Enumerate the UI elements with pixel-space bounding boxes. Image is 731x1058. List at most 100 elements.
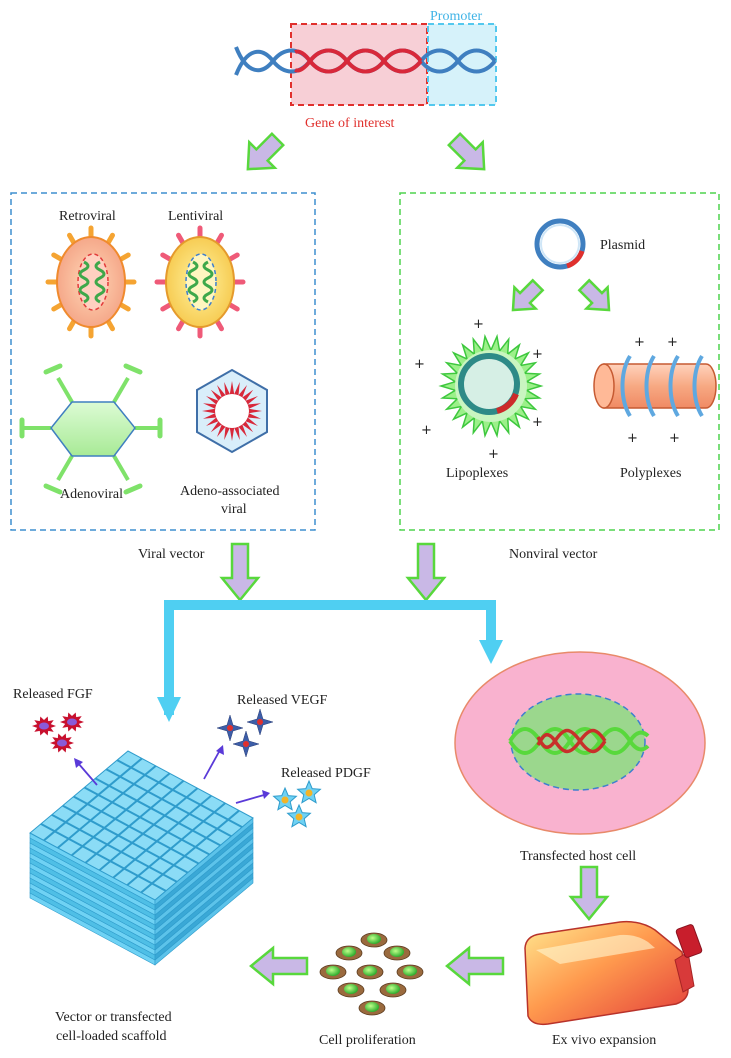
cell-nucleus: [386, 984, 400, 994]
scaffold-strut: [43, 757, 143, 842]
fiber-knob: [43, 363, 63, 375]
fgf-core: [39, 722, 49, 730]
plus-sign: +: [634, 335, 645, 350]
plasmid-label: Plasmid: [600, 238, 645, 253]
scaffold-label-line2: cell-loaded scaffold: [56, 1029, 167, 1044]
aav-label-line2: viral: [221, 502, 247, 517]
cell-nucleus: [367, 934, 381, 944]
transfected-host-cell-label: Transfected host cell: [520, 849, 636, 864]
proliferating-cells: [319, 932, 424, 1016]
cell-nucleus: [342, 947, 356, 957]
released-fgf-label: Released FGF: [13, 687, 93, 702]
plus-sign: +: [473, 317, 484, 332]
delivery-connector: [157, 600, 503, 722]
retrovirus: [45, 225, 137, 339]
pdgf-core: [305, 789, 313, 797]
scaffold-strut: [94, 777, 221, 847]
scaffold-strut: [105, 768, 232, 838]
cell-nucleus: [403, 966, 417, 976]
arrow-plasmid-to-lipoplex: [511, 278, 545, 312]
plus-sign: +: [669, 431, 680, 446]
fiber: [112, 376, 130, 404]
aav-label-line1: Adeno-associated: [180, 484, 280, 499]
adeno-associated-virus: [196, 368, 268, 454]
lipoplexes-label: Lipoplexes: [446, 466, 508, 481]
scaffold-strut: [98, 787, 199, 871]
fiber-knob: [123, 363, 143, 375]
cell-nucleus: [390, 947, 404, 957]
fgf-core: [67, 718, 77, 726]
polyplex: [593, 354, 717, 418]
arrow-to-viral: [246, 132, 285, 171]
scaffold-strut: [57, 765, 157, 849]
scaffold-strut: [73, 795, 200, 865]
arrow-flask-to-cells: [445, 945, 505, 987]
adenovirus: [19, 363, 163, 495]
scaffold-strut: [84, 780, 185, 864]
pdgf-core: [281, 796, 289, 804]
scaffold-strut: [40, 823, 167, 892]
flow-arrows: [219, 132, 611, 987]
gene-strand-b: [294, 48, 423, 74]
promoter-label: Promoter: [430, 9, 482, 24]
lentivirus: [154, 225, 246, 339]
nonviral-vector-title: Nonviral vector: [509, 547, 598, 562]
gene-of-interest-label: Gene of interest: [305, 116, 395, 131]
fiber-knob: [43, 483, 63, 495]
scaffold-strut: [126, 802, 226, 886]
plus-sign: +: [627, 431, 638, 446]
released-pdgf-particles: [272, 779, 322, 828]
plus-sign: +: [532, 415, 543, 430]
viral-vector-box: [10, 192, 316, 531]
scaffold: [29, 750, 254, 966]
adenovirus-fibers: [19, 363, 163, 495]
viral-vector-title: Viral vector: [138, 547, 205, 562]
lentiviral-label: Lentiviral: [168, 209, 223, 224]
plus-sign: +: [414, 357, 425, 372]
arrow-viral-down: [219, 542, 261, 602]
pdgf-core: [295, 813, 303, 821]
scaffold-strut: [62, 804, 189, 874]
plus-sign: +: [667, 335, 678, 350]
cell-proliferation-label: Cell proliferation: [319, 1033, 416, 1048]
scaffold-strut: [83, 786, 210, 856]
plus-sign: +: [532, 347, 543, 362]
nonviral-vector-box: [399, 192, 720, 531]
released-vegf-label: Released VEGF: [237, 693, 328, 708]
scaffold-strut: [51, 813, 178, 883]
vegf-core: [243, 741, 249, 747]
scaffold-strut: [116, 759, 243, 828]
scaffold-label-line1: Vector or transfected: [55, 1010, 172, 1025]
cell-nucleus: [326, 966, 340, 976]
scaffold-strut: [140, 809, 240, 894]
cell-nucleus: [363, 966, 377, 976]
cell-nucleus: [365, 1002, 379, 1012]
lipoplex: [438, 333, 544, 439]
vegf-core: [227, 725, 233, 731]
adenoviral-label: Adenoviral: [60, 487, 123, 502]
arrow-to-nonviral: [447, 132, 486, 171]
release-arrows: [74, 745, 270, 804]
released-fgf-particles: [32, 712, 84, 753]
cell-nucleus: [344, 984, 358, 994]
dna-double-helix: [234, 23, 497, 106]
arrow-plasmid-to-polyplex: [577, 278, 611, 312]
arrow-cells-to-scaffold: [249, 945, 309, 987]
fiber: [112, 454, 130, 482]
plus-sign: +: [421, 423, 432, 438]
arrow-cell-to-flask: [568, 865, 610, 921]
fiber: [56, 454, 74, 482]
released-vegf-particles: [216, 708, 274, 758]
plasmid: [534, 218, 586, 270]
scaffold-layers: [29, 817, 254, 966]
fiber: [56, 376, 74, 404]
scaffold-strut: [112, 794, 212, 879]
released-pdgf-label: Released PDGF: [281, 766, 371, 781]
arrow-nonviral-down: [405, 542, 447, 602]
polyplexes-label: Polyplexes: [620, 466, 681, 481]
vegf-core: [257, 719, 263, 725]
retroviral-label: Retroviral: [59, 209, 116, 224]
ex-vivo-expansion-label: Ex vivo expansion: [552, 1033, 656, 1048]
scaffold-grid: [40, 757, 243, 894]
